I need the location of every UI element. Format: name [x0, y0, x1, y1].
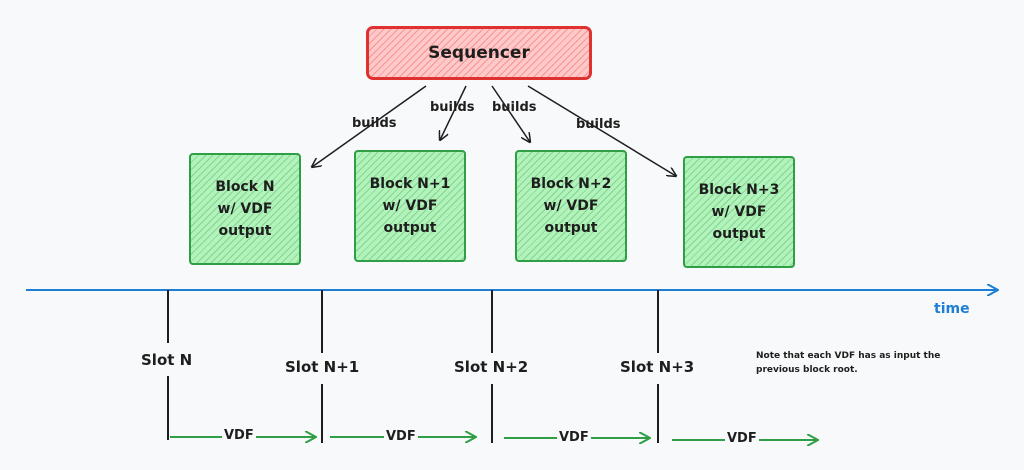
slot-label-n3: Slot N+3	[620, 358, 695, 376]
vdf-label-1: VDF	[222, 428, 256, 443]
block-n1-line1: Block N+1	[369, 176, 451, 192]
block-n1-line2: w/ VDF	[382, 198, 438, 214]
slot-label-n1: Slot N+1	[285, 358, 360, 376]
vdf-note: Note that each VDF has as input the prev…	[756, 351, 941, 375]
block-n-line1: Block N	[215, 179, 275, 195]
block-n3-line3: output	[712, 226, 766, 242]
builds-label-n1: builds	[430, 100, 475, 115]
block-n-line2: w/ VDF	[217, 201, 273, 217]
block-n3: Block N+3 w/ VDF output	[683, 156, 795, 268]
block-n3-line1: Block N+3	[698, 182, 780, 198]
vdf-label-2: VDF	[384, 429, 418, 444]
block-n1: Block N+1 w/ VDF output	[354, 150, 466, 262]
block-n3-line2: w/ VDF	[711, 204, 767, 220]
slot-label-n2: Slot N+2	[454, 358, 529, 376]
slot-label-n: Slot N	[141, 351, 193, 369]
block-n2-line2: w/ VDF	[543, 198, 599, 214]
builds-arrow-n2	[491, 85, 530, 142]
builds-arrow-n3	[527, 85, 676, 176]
builds-label-n3: builds	[576, 117, 621, 132]
block-n-line3: output	[218, 223, 272, 239]
sequencer-label: Sequencer	[428, 43, 530, 63]
vdf-label-3: VDF	[557, 430, 591, 445]
timeline-label: time	[934, 301, 970, 317]
vdf-label-4: VDF	[725, 431, 759, 446]
block-n2: Block N+2 w/ VDF output	[515, 150, 627, 262]
block-n: Block N w/ VDF output	[189, 153, 301, 265]
builds-arrow-n1	[440, 85, 467, 140]
block-n1-line3: output	[383, 220, 437, 236]
block-n2-line3: output	[544, 220, 598, 236]
builds-label-n: builds	[352, 116, 397, 131]
block-n2-line1: Block N+2	[530, 176, 612, 192]
builds-label-n2: builds	[492, 100, 537, 115]
builds-arrow-n	[312, 85, 427, 167]
sequencer-box: Sequencer	[366, 26, 592, 80]
